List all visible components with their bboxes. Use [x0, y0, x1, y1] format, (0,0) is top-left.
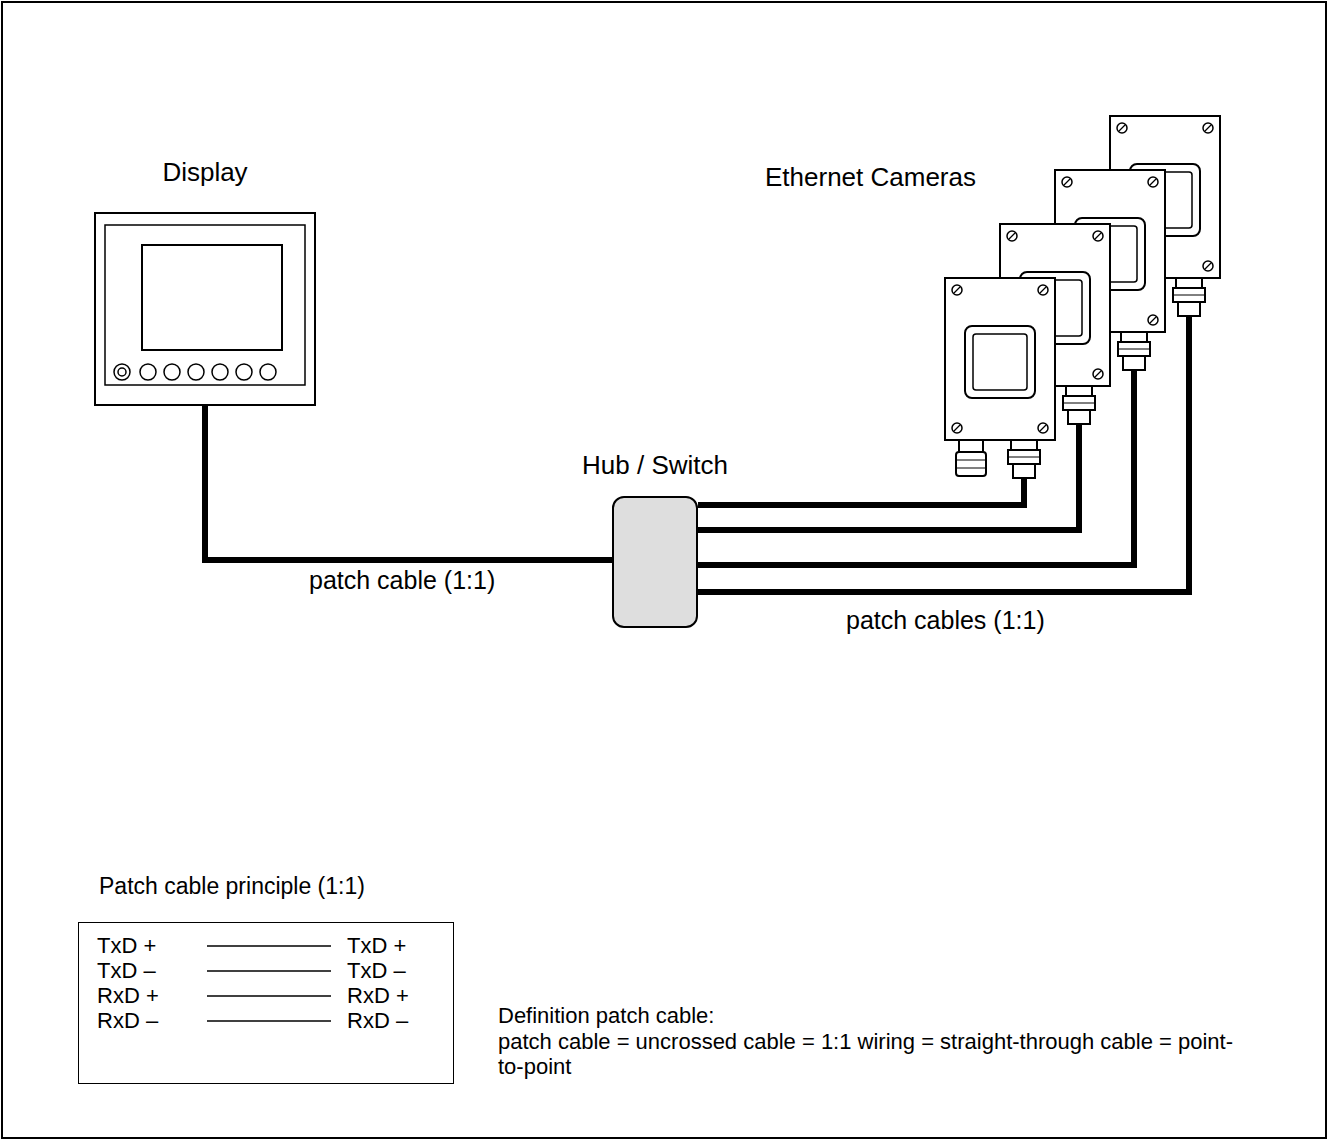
patch-cable	[205, 405, 612, 560]
camera-illustration	[945, 116, 1220, 478]
signal-name: RxD +	[347, 983, 409, 1008]
patch-cable	[698, 478, 1024, 505]
group-label: Ethernet Cameras	[765, 162, 976, 193]
signal-name: TxD +	[97, 933, 156, 958]
device-label: Hub / Switch	[582, 450, 728, 481]
wire-line	[207, 970, 331, 972]
wire-line	[207, 995, 331, 997]
device-label: Display	[162, 157, 247, 188]
patch-cable	[698, 316, 1189, 592]
signal-name: RxD –	[97, 1008, 158, 1033]
cable-label: patch cables (1:1)	[843, 606, 1048, 635]
signal-name: RxD –	[347, 1008, 408, 1033]
camera-group: Ethernet Cameras	[760, 110, 1230, 510]
wire-line	[207, 1020, 331, 1022]
signal-name: TxD –	[347, 958, 406, 983]
hub-switch-box: Hub / Switch	[612, 496, 698, 628]
cable-label: patch cable (1:1)	[306, 566, 498, 595]
definition-text: patch cable = uncrossed cable = 1:1 wiri…	[498, 1029, 1248, 1080]
display-illustration	[95, 213, 315, 405]
signal-name: TxD –	[97, 958, 156, 983]
patch-cable-principle-box: Patch cable principle (1:1)TxD +TxD –RxD…	[78, 922, 454, 1084]
signal-name: RxD +	[97, 983, 159, 1008]
table-heading: Patch cable principle (1:1)	[99, 873, 365, 900]
signal-name: TxD +	[347, 933, 406, 958]
display-node: Display	[95, 213, 315, 405]
wire-line	[207, 945, 331, 947]
definition-heading: Definition patch cable:	[498, 1003, 1258, 1028]
